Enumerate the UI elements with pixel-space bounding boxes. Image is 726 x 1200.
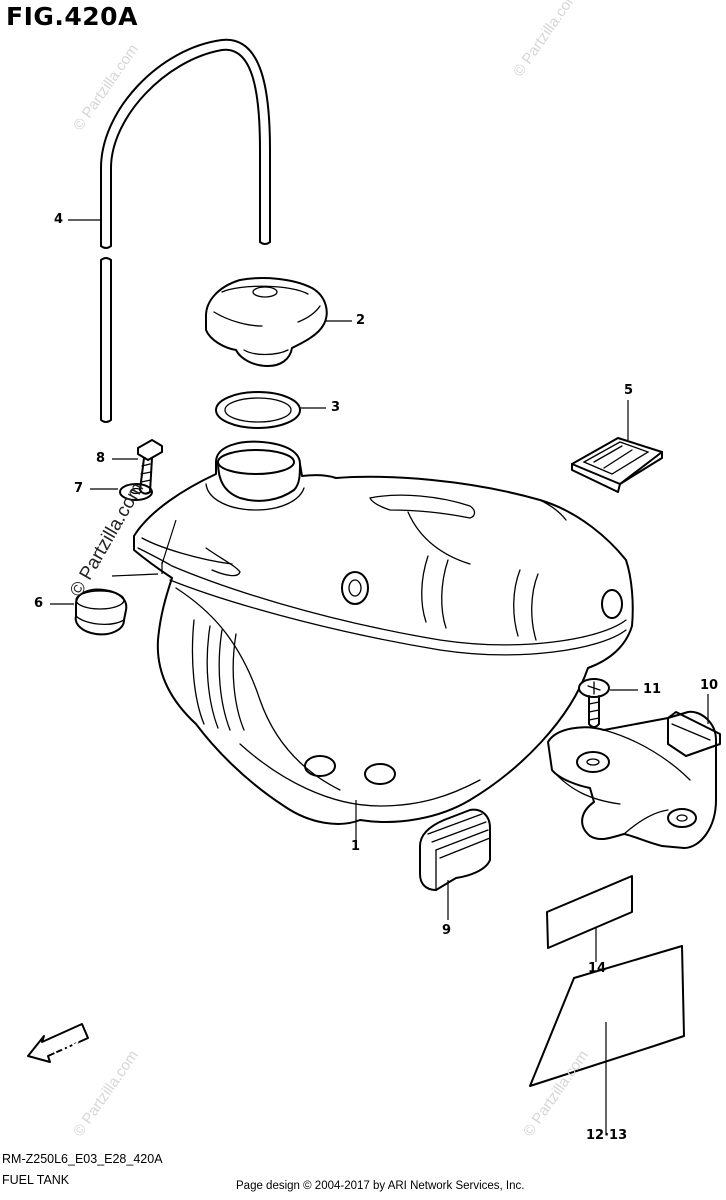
- rubber-grommet: [74, 519, 177, 636]
- callout-5: 5: [624, 383, 634, 398]
- breather-hose: [100, 38, 271, 423]
- callout-11: 11: [643, 682, 662, 697]
- callout-8: 8: [96, 451, 106, 466]
- washer: [119, 483, 153, 501]
- callout-9: 9: [442, 923, 452, 938]
- bolt: [137, 439, 163, 495]
- callout-14: 14: [588, 961, 607, 976]
- tank-bracket: [547, 710, 721, 849]
- callout-10: 10: [700, 678, 719, 693]
- callout-12-13: 12·13: [586, 1128, 628, 1143]
- callout-2: 2: [356, 313, 366, 328]
- decal-large: [529, 945, 685, 1087]
- decal-small: [546, 875, 633, 949]
- diagram-name: FUEL TANK: [2, 1173, 70, 1187]
- leader-lines: [50, 219, 709, 1134]
- callout-6: 6: [34, 596, 44, 611]
- callout-3: 3: [331, 400, 341, 415]
- tank-cushion: [419, 808, 491, 891]
- gasket-ring: [215, 391, 301, 429]
- forward-arrow: [27, 1023, 89, 1063]
- fuel-tank: [133, 440, 634, 825]
- fuel-cap: [204, 277, 328, 367]
- callout-7: 7: [74, 481, 84, 496]
- figure-title: FIG.420A: [6, 2, 138, 31]
- callout-4: 4: [54, 212, 64, 227]
- callout-1: 1: [351, 839, 361, 854]
- page-credit: Page design © 2004-2017 by ARI Network S…: [236, 1180, 525, 1192]
- screw: [578, 678, 610, 728]
- tank-strap-clip: [571, 437, 663, 493]
- diagram-code: RM-Z250L6_E03_E28_420A: [2, 1152, 163, 1166]
